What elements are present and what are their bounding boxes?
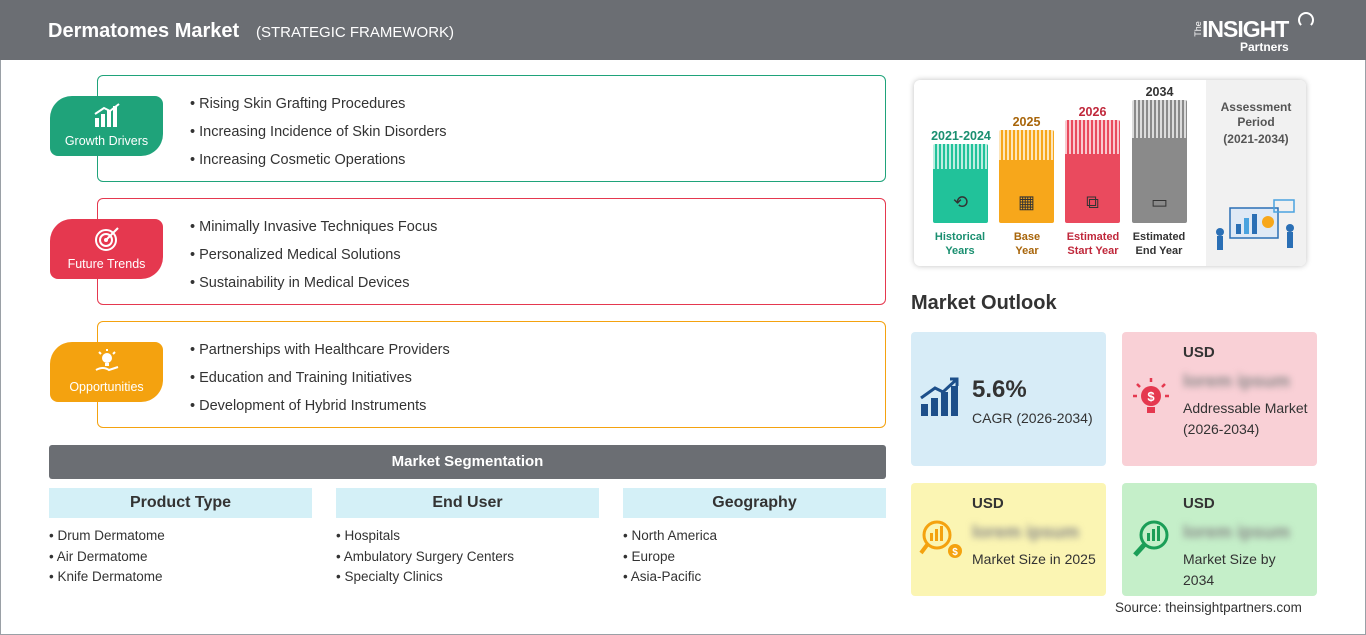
assessment-period: (2021-2034) [1223, 132, 1289, 146]
growth-drivers-card: Rising Skin Grafting Procedures Increasi… [97, 75, 886, 182]
size-2025-label: Market Size in 2025 [972, 551, 1096, 567]
svg-text:$: $ [1147, 389, 1155, 404]
page-title: Dermatomes Market [48, 20, 240, 42]
history-icon: ⟲ [952, 192, 969, 212]
market-size-2025-tile: $ USD lorem ipsum Market Size in 2025 [911, 483, 1106, 596]
growth-drivers-badge: Growth Drivers [50, 96, 163, 156]
future-trends-badge: Future Trends [50, 219, 163, 279]
list-item: Education and Training Initiatives [190, 368, 450, 396]
analytics-people-icon [1216, 199, 1295, 250]
logo-partners-text: Partners [1240, 40, 1289, 54]
future-trends-label: Future Trends [67, 257, 146, 271]
size-2025-currency: USD [972, 495, 1004, 512]
market-segmentation-bar: Market Segmentation [49, 445, 886, 479]
year-end: 2034 [1145, 85, 1174, 99]
dollar-magnifier-icon: $ [919, 519, 965, 569]
assessment-title: Assessment Period [1220, 100, 1292, 129]
addressable-value: lorem ipsum [1183, 371, 1291, 391]
list-item: Increasing Incidence of Skin Disorders [190, 122, 446, 150]
addressable-label: Addressable Market (2026-2034) [1183, 400, 1308, 437]
bar-base: ▦ [999, 130, 1054, 223]
bar-end: ▭ [1132, 100, 1187, 223]
segment-end-user: End User Hospitals Ambulatory Surgery Ce… [336, 488, 599, 588]
segment-header: End User [336, 488, 599, 518]
market-outlook-title: Market Outlook [911, 292, 1057, 314]
insight-partners-logo: The INSIGHT Partners [1188, 10, 1318, 56]
opportunities-list: Partnerships with Healthcare Providers E… [190, 340, 450, 424]
list-item: Ambulatory Surgery Centers [336, 547, 599, 568]
cagr-tile: 5.6% CAGR (2026-2034) [911, 332, 1106, 466]
list-item: Sustainability in Medical Devices [190, 273, 437, 301]
segment-header: Product Type [49, 488, 312, 518]
page-subtitle: (STRATEGIC FRAMEWORK) [256, 24, 455, 41]
list-item: Personalized Medical Solutions [190, 245, 437, 273]
year-historical: 2021-2024 [931, 129, 991, 143]
segment-header: Geography [623, 488, 886, 518]
year-base: 2025 [1012, 115, 1041, 129]
growth-chart-icon [50, 102, 163, 135]
list-item: Partnerships with Healthcare Providers [190, 340, 450, 368]
logo-insight-text: INSIGHT [1202, 16, 1289, 42]
dollar-bulb-icon: $ [1130, 376, 1172, 426]
size-2034-label: Market Size by 2034 [1183, 551, 1276, 588]
target-icon [50, 225, 163, 260]
rising-bars-icon [919, 376, 961, 426]
opportunities-badge: Opportunities [50, 342, 163, 402]
opportunities-card: Partnerships with Healthcare Providers E… [97, 321, 886, 428]
list-item: Hospitals [336, 526, 599, 547]
opportunities-label: Opportunities [69, 380, 144, 394]
growth-drivers-label: Growth Drivers [64, 134, 149, 148]
presentation-icon: ⧉ [1086, 192, 1099, 212]
addressable-currency: USD [1183, 344, 1215, 361]
list-item: Specialty Clinics [336, 567, 599, 588]
assessment-period-panel: Assessment Period (2021-2034) [1206, 80, 1306, 266]
segment-geography: Geography North America Europe Asia-Paci… [623, 488, 886, 588]
size-2034-currency: USD [1183, 495, 1215, 512]
header-bar: Dermatomes Market (STRATEGIC FRAMEWORK) … [0, 0, 1366, 60]
list-item: Rising Skin Grafting Procedures [190, 94, 447, 122]
list-item: Drum Dermatome [49, 526, 312, 547]
logo-swirl-icon [1298, 12, 1314, 28]
calendar-icon: ▦ [1017, 192, 1035, 212]
list-item: Minimally Invasive Techniques Focus [190, 217, 437, 245]
segment-product-type: Product Type Drum Dermatome Air Dermatom… [49, 488, 312, 588]
list-item: Increasing Cosmetic Operations [190, 150, 447, 178]
size-2034-value: lorem ipsum [1183, 522, 1291, 542]
bar-historical: ⟲ [933, 144, 988, 223]
market-size-2034-tile: USD lorem ipsum Market Size by 2034 [1122, 483, 1317, 596]
growth-drivers-list: Rising Skin Grafting Procedures Increasi… [190, 94, 447, 178]
list-item: Knife Dermatome [49, 567, 312, 588]
lightbulb-hand-icon [50, 348, 163, 383]
monitor-icon: ▭ [1150, 192, 1168, 212]
year-start: 2026 [1078, 105, 1107, 119]
list-item: North America [623, 526, 886, 547]
size-2025-value: lorem ipsum [972, 522, 1080, 542]
source-credit: Source: theinsightpartners.com [1115, 600, 1302, 615]
cagr-value: 5.6% [972, 376, 1027, 403]
list-item: Air Dermatome [49, 547, 312, 568]
bar-start: ⧉ [1065, 120, 1120, 223]
cagr-label: CAGR (2026-2034) [972, 410, 1093, 426]
list-item: Europe [623, 547, 886, 568]
list-item: Asia-Pacific [623, 567, 886, 588]
future-trends-card: Minimally Invasive Techniques Focus Pers… [97, 198, 886, 305]
addressable-market-tile: $ USD lorem ipsum Addressable Market (20… [1122, 332, 1317, 466]
svg-text:$: $ [952, 547, 958, 558]
list-item: Development of Hybrid Instruments [190, 396, 450, 424]
bar-magnifier-icon [1130, 519, 1176, 569]
future-trends-list: Minimally Invasive Techniques Focus Pers… [190, 217, 437, 301]
